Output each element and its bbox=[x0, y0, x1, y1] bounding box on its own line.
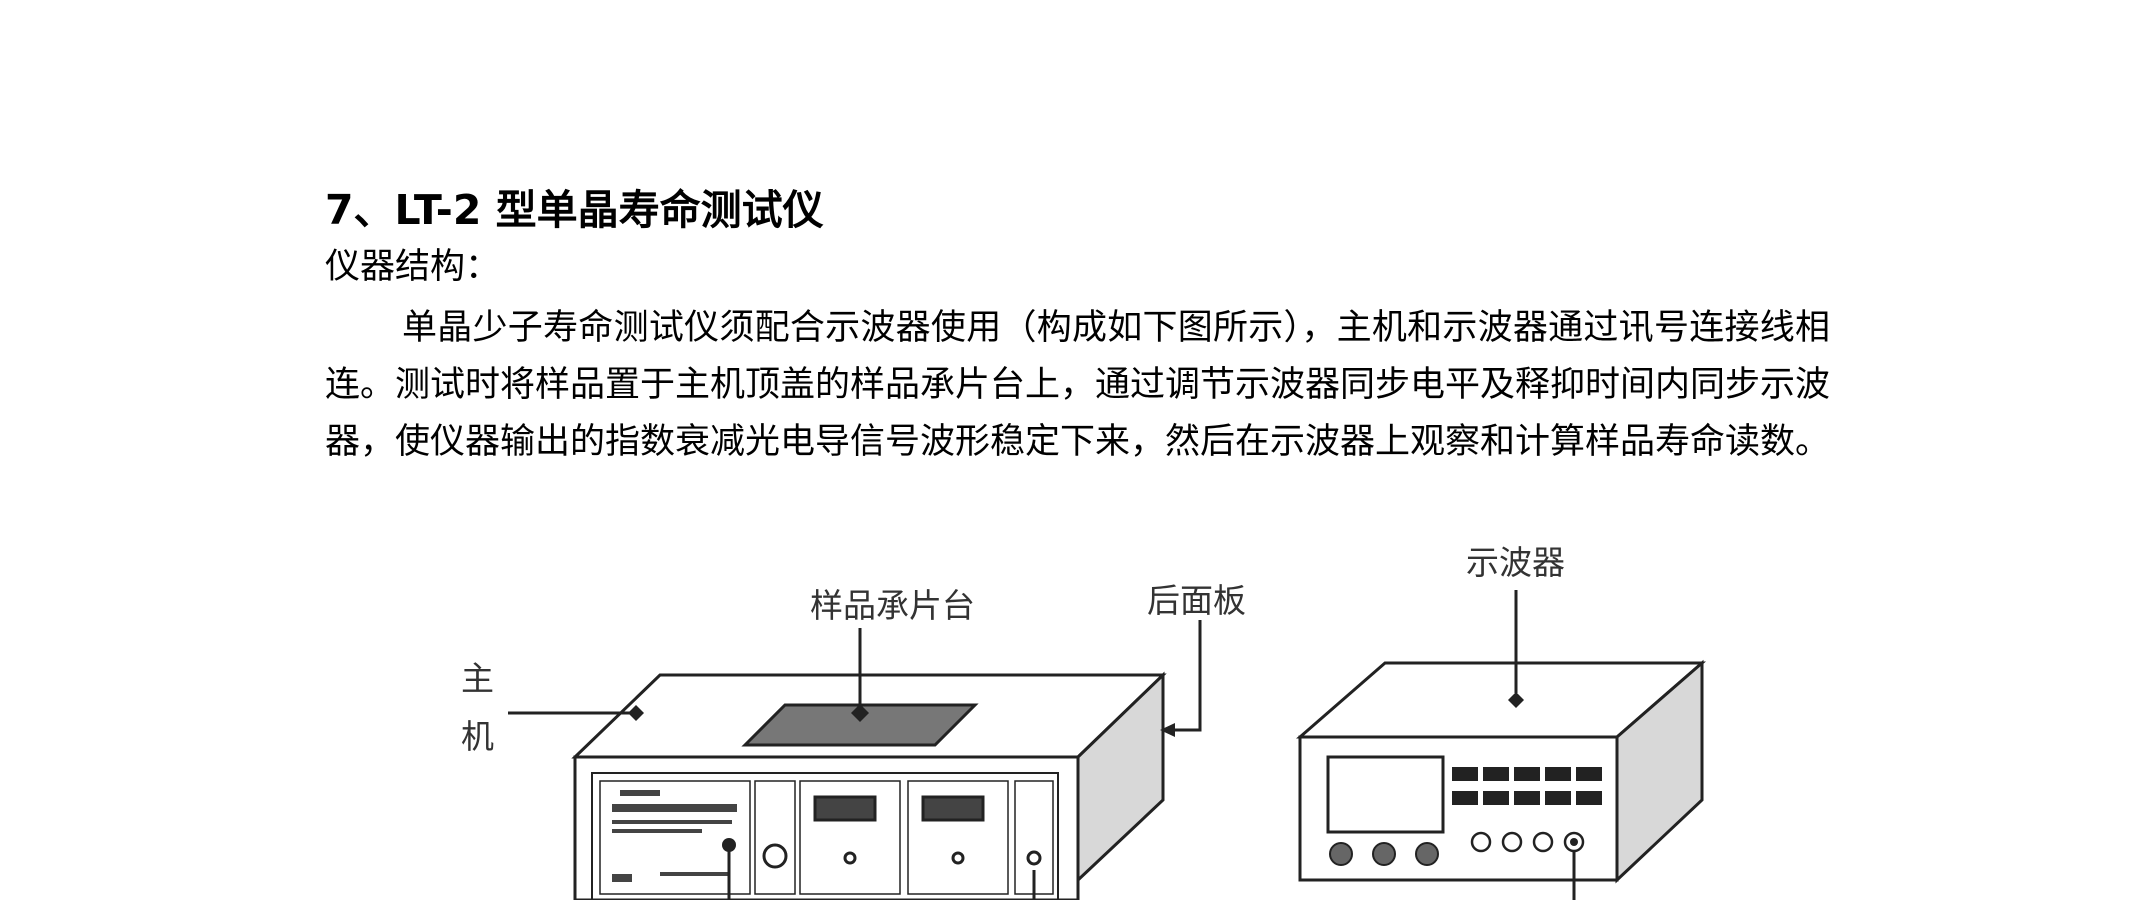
marker-oscilloscope bbox=[1508, 692, 1524, 708]
scope-port-highlight-icon bbox=[1570, 838, 1578, 846]
knob-right-icon bbox=[951, 851, 965, 865]
scope-knob-icon bbox=[1415, 842, 1439, 866]
label-host-2: 机 bbox=[461, 717, 494, 756]
scope-knob-icon bbox=[1329, 842, 1353, 866]
nameplate-text-lines bbox=[612, 790, 737, 882]
label-host-1: 主 bbox=[461, 659, 494, 698]
leader-markers bbox=[628, 692, 1524, 852]
power-switch-panel bbox=[754, 780, 796, 895]
knob-left-icon bbox=[843, 851, 857, 865]
oscilloscope-unit bbox=[1295, 659, 1707, 884]
sample-stage bbox=[741, 703, 979, 747]
meter-display-right bbox=[921, 795, 985, 822]
section-heading: 7、LT-2 型单晶寿命测试仪 bbox=[325, 186, 824, 234]
scope-port-icon bbox=[1501, 831, 1523, 853]
signal-output-port-icon bbox=[1026, 850, 1042, 866]
label-oscilloscope: 示波器 bbox=[1466, 543, 1565, 582]
marker-host bbox=[628, 705, 644, 721]
scope-port-icon bbox=[1532, 831, 1554, 853]
scope-port-icon bbox=[1470, 831, 1492, 853]
body-paragraph: 单晶少子寿命测试仪须配合示波器使用（构成如下图所示），主机和示波器通过讯号连接线… bbox=[325, 308, 1831, 462]
power-switch-icon bbox=[762, 843, 788, 869]
host-front-face bbox=[573, 755, 1080, 900]
marker-sample-stage bbox=[851, 704, 869, 722]
label-sample-stage: 样品承片台 bbox=[810, 586, 975, 625]
leader-lines bbox=[508, 590, 1576, 900]
subheading: 仪器结构： bbox=[325, 247, 501, 287]
scope-knob-icon bbox=[1372, 842, 1396, 866]
host-unit bbox=[571, 671, 1167, 900]
host-nameplate bbox=[599, 780, 751, 895]
meter-panel-left bbox=[799, 780, 901, 895]
scope-button-grid bbox=[1452, 767, 1602, 805]
meter-panel-right bbox=[907, 780, 1009, 895]
marker-nameplate bbox=[722, 838, 736, 852]
scope-screen bbox=[1326, 755, 1445, 834]
label-rear-panel: 后面板 bbox=[1147, 581, 1246, 620]
host-front-panel bbox=[591, 772, 1059, 900]
meter-display-left bbox=[813, 795, 877, 822]
marker-rear-panel-arrow bbox=[1160, 723, 1175, 737]
